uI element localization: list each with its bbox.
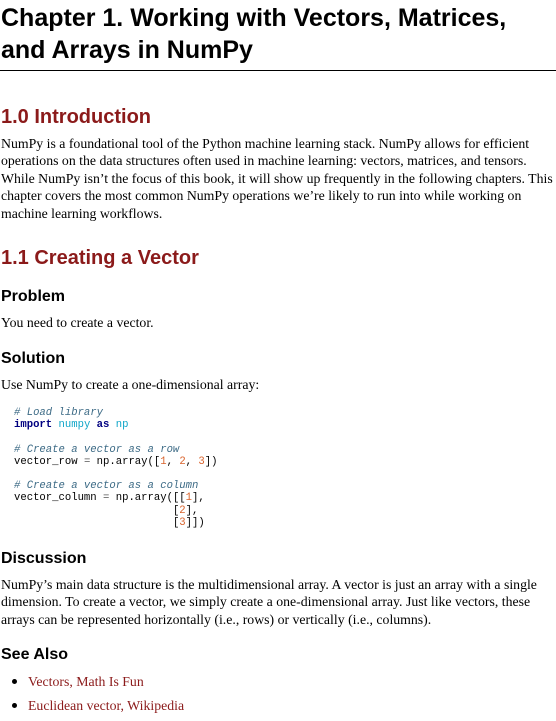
solution-heading: Solution [1, 350, 65, 367]
chapter-divider [0, 70, 556, 71]
code-block: # Load library import numpy as np # Crea… [14, 407, 218, 529]
list-item: Vectors, Math Is Fun [10, 673, 184, 690]
code-number: 1 [185, 492, 193, 505]
code-comment: # Create a vector as a column [14, 480, 199, 493]
code-number: 3 [198, 455, 205, 468]
discussion-text: NumPy’s main data structure is the multi… [1, 577, 537, 627]
code-module: np [115, 419, 129, 432]
problem-text: You need to create a vector. [1, 315, 154, 330]
code-punct: [ [172, 516, 180, 529]
code-module: numpy [58, 419, 91, 432]
code-call: np.array([ [96, 455, 161, 468]
code-variable: vector_column [14, 492, 97, 505]
section-heading-introduction: 1.0 Introduction [1, 106, 151, 128]
discussion-heading: Discussion [1, 550, 87, 567]
code-comment: # Load library [14, 407, 104, 419]
code-punct: ], [192, 492, 205, 505]
problem-heading: Problem [1, 288, 66, 305]
see-also-heading: See Also [1, 646, 68, 663]
chapter-title: Chapter 1. Working with Vectors, Matrice… [1, 4, 507, 64]
code-keyword: as [96, 419, 110, 432]
code-operator: = [103, 492, 110, 505]
see-also-list: Vectors, Math Is Fun Euclidean vector, W… [10, 673, 184, 721]
code-number: 2 [179, 455, 186, 468]
code-number: 3 [179, 516, 186, 529]
code-number: 1 [160, 455, 167, 468]
code-punct: [ [172, 504, 180, 517]
code-punct: ], [185, 504, 199, 517]
code-punct: ]) [204, 455, 218, 468]
code-variable: vector_row [14, 455, 78, 468]
code-operator: = [83, 455, 91, 468]
solution-text: Use NumPy to create a one-dimensional ar… [1, 377, 260, 392]
code-call: np.array([[ [115, 492, 186, 505]
code-number: 2 [179, 504, 186, 517]
introduction-paragraph: NumPy is a foundational tool of the Pyth… [1, 136, 553, 221]
section-heading-creating-vector: 1.1 Creating a Vector [1, 247, 199, 269]
link-vectors-math-is-fun[interactable]: Vectors, Math Is Fun [28, 674, 144, 689]
code-comment: # Create a vector as a row [14, 443, 180, 456]
code-keyword: import [14, 419, 53, 432]
bullet-icon [12, 679, 17, 684]
code-punct: ]]) [185, 516, 205, 529]
list-item: Euclidean vector, Wikipedia [10, 697, 184, 714]
link-euclidean-vector-wikipedia[interactable]: Euclidean vector, Wikipedia [28, 698, 185, 713]
bullet-icon [12, 703, 17, 708]
